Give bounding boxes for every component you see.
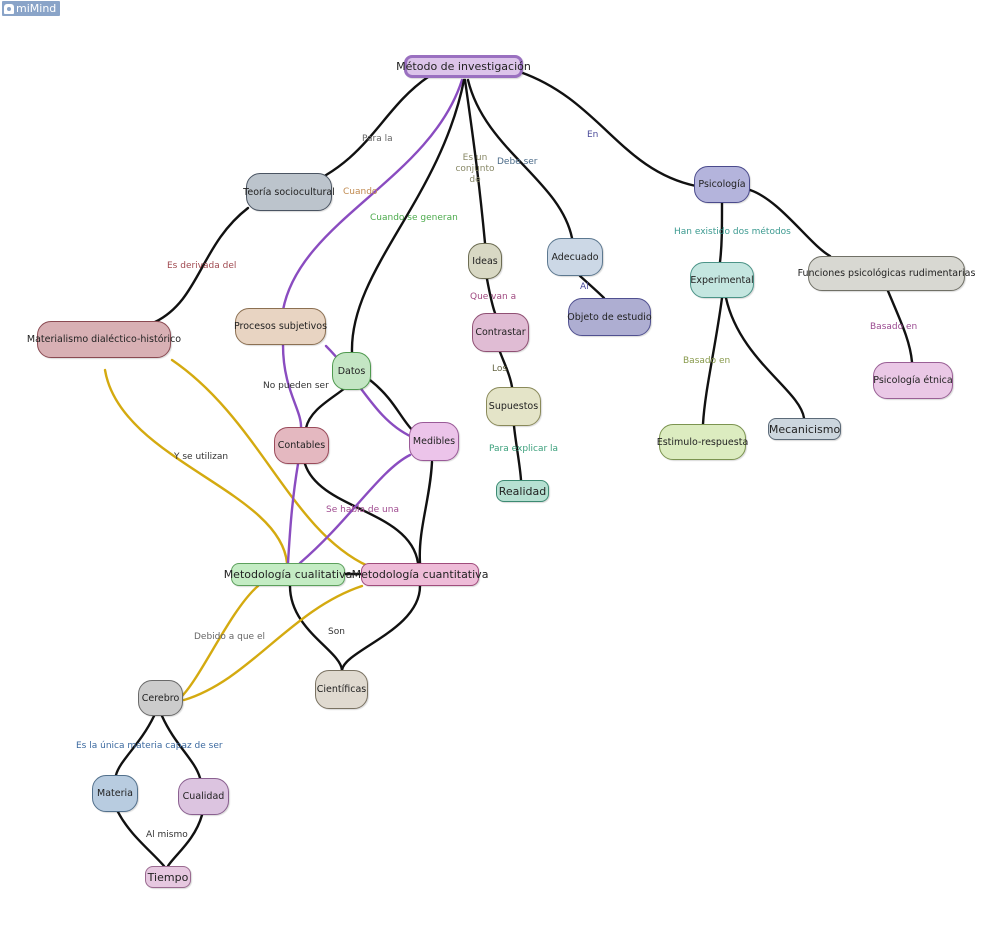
edge-medibles-cualitativa [298,453,412,565]
node-metodologia-cualitativa[interactable]: Metodología cualitativa [224,563,352,586]
node-cualidad[interactable]: Cualidad [178,778,229,815]
logo-text: miMind [16,2,57,15]
edge-adecuado-objeto [578,274,606,300]
node-datos[interactable]: Datos [332,352,371,390]
edge-contables-cuantitativa [303,462,420,565]
edge-materia-tiempo [116,810,166,868]
edge-label-los: Los [492,364,508,374]
edge-funciones-etnica [886,289,914,364]
edge-materialismo-cualitativa [103,368,289,565]
edge-supuestos-realidad [512,424,523,482]
node-contrastar[interactable]: Contrastar [472,313,529,352]
node-experimental[interactable]: Experimental [690,262,754,298]
node-metodo-investigacion[interactable]: Método de investigación [396,55,531,78]
edge-experimental-estimulo [701,296,724,426]
node-psicologia-etnica[interactable]: Psicología étnica [873,362,953,399]
node-teoria-sociocultural[interactable]: Teoría sociocultural [243,173,335,211]
edge-metodo-datos [350,78,466,354]
edge-label-y-se-utilizan: Y se utilizan [174,452,229,462]
edge-label-que-van-a: Que van a [470,292,517,302]
edge-materialismo-cuantitativa [170,358,370,568]
node-objeto-de-estudio[interactable]: Objeto de estudio [567,298,652,336]
edge-label-no-pueden-ser: No pueden ser [263,381,329,391]
node-estimulo-respuesta[interactable]: Estimulo-respuesta [657,424,748,460]
mimind-logo[interactable]: miMind [2,1,61,16]
edge-label-al: Al [580,282,589,292]
edge-contables-cualitativa [286,462,300,565]
edge-label-basado-en-2: Basado en [683,356,731,366]
edge-label-debido-a-que-el: Debido a que el [194,632,265,642]
node-adecuado[interactable]: Adecuado [547,238,603,276]
edge-datos-contables [304,386,347,430]
edge-experimental-mecanicismo [724,296,806,420]
edge-metodo-procesos [281,78,464,312]
edge-cualidad-tiempo [166,813,204,868]
node-metodologia-cuantitativa[interactable]: Metodología cuantitativa [352,563,488,586]
edge-label-cuando-se-generan: Cuando se generan [370,213,458,223]
edge-label-cuando: Cuando [343,187,378,197]
edge-cuantitativa-cientificas [340,584,422,672]
edge-psicologia-funciones [748,188,832,258]
edge-cerebro-materia [114,714,156,777]
edge-cuantitativa-cerebro [182,584,364,702]
edge-label-para-la: Para la [362,134,393,144]
node-procesos-subjetivos[interactable]: Procesos subjetivos [234,308,327,345]
edge-metodo-teoria [298,75,430,190]
edge-label-basado-en-1: Basado en [870,322,918,332]
node-psicologia[interactable]: Psicología [694,166,750,203]
edge-procesos-contables [281,343,303,430]
edge-label-para-explicar-la: Para explicar la [489,444,559,454]
edge-cualitativa-cerebro [178,584,260,700]
edge-label-debe-ser: Debe ser [497,157,538,167]
edge-metodo-adecuado [466,78,574,240]
edge-cerebro-cualidad [160,714,202,780]
edge-label-es-un-conjunto-de: Es un conjunto de [455,153,495,185]
node-ideas[interactable]: Ideas [468,243,502,279]
edge-label-es-derivada-del: Es derivada del [167,261,237,271]
node-tiempo[interactable]: Tiempo [145,866,191,888]
edge-metodo-ideas [463,78,487,245]
edge-psicologia-experimental [718,201,724,264]
node-supuestos[interactable]: Supuestos [486,387,541,426]
edge-label-es-la-unica: Es la única materia capaz de ser [76,741,223,751]
mind-icon [4,3,14,14]
edge-label-se-habla-de-una: Se habla de una [326,505,399,515]
node-cientificas[interactable]: Científicas [315,670,368,709]
node-mecanicismo[interactable]: Mecanicismo [768,418,841,440]
edge-teoria-materialismo [153,206,250,324]
node-materia[interactable]: Materia [92,775,138,812]
node-contables[interactable]: Contables [274,427,329,464]
node-medibles[interactable]: Medibles [409,422,459,461]
node-cerebro[interactable]: Cerebro [138,680,183,716]
edge-label-son: Son [328,627,345,637]
edge-contrastar-supuestos [498,350,514,389]
node-materialismo-dialectico[interactable]: Materialismo dialéctico-histórico [27,321,181,358]
edge-metodo-psicologia [518,70,698,188]
node-funciones-psicologicas[interactable]: Funciones psicológicas rudimentarias [798,256,975,291]
edge-ideas-contrastar [485,277,497,315]
edge-cualitativa-cientificas [288,584,344,672]
edge-medibles-cuantitativa [418,460,434,565]
edge-label-en: En [587,130,599,140]
edge-label-han-existido: Han existido dos métodos [674,227,791,237]
edge-label-al-mismo: Al mismo [146,830,188,840]
node-realidad[interactable]: Realidad [496,480,549,502]
